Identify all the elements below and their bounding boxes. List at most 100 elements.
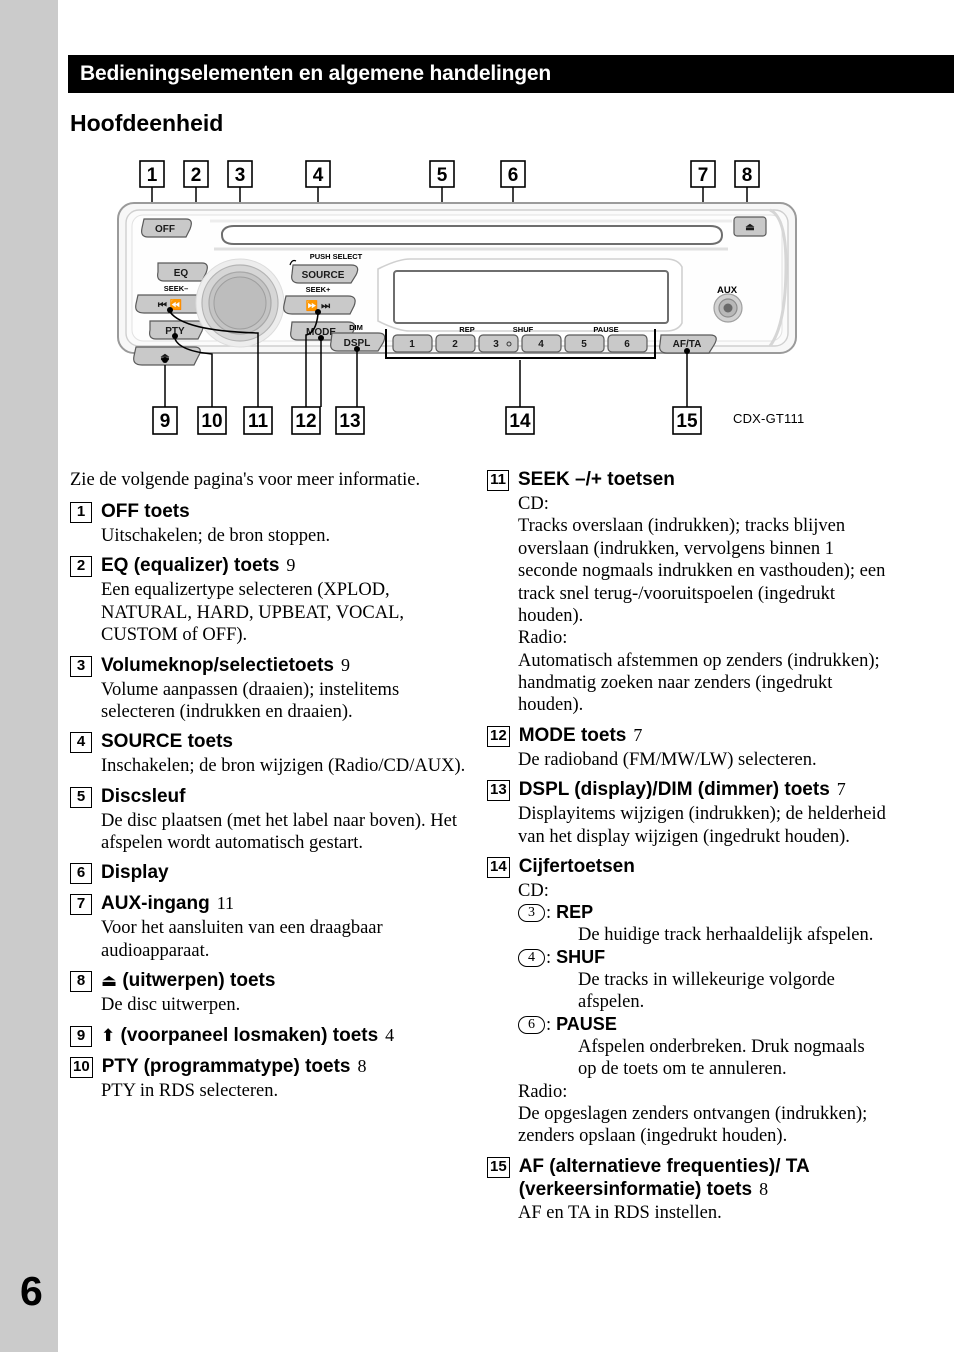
entry-body-text: Radio: — [518, 1081, 568, 1102]
eject-glyph: ⏏ — [745, 222, 755, 233]
entry-title-text: (uitwerpen) toets — [122, 970, 276, 992]
label-dspl: DSPL — [344, 338, 371, 349]
svg-text:13: 13 — [339, 411, 360, 432]
numeric-key-function-name: PAUSE — [556, 1013, 617, 1034]
section-title: Hoofdeenheid — [70, 110, 224, 136]
svg-text:12: 12 — [295, 411, 316, 432]
numeric-key-badge: 6 — [518, 1015, 545, 1034]
svg-text:7: 7 — [698, 165, 709, 186]
svg-text:4: 4 — [538, 339, 544, 350]
seek-minus-glyph: ⏮ ⏪ — [158, 298, 182, 311]
head-unit-diagram: .cl-box { fill:#fff; stroke:#000; stroke… — [110, 155, 830, 465]
numeric-key-function-name: SHUF — [556, 946, 606, 967]
aux-jack: AUX — [713, 285, 743, 323]
entry-title-text: Cijfertoetsen — [518, 855, 635, 877]
numeric-key-badge: 4 — [518, 948, 545, 967]
entry-title: SOURCE toets — [101, 730, 233, 753]
svg-text:1: 1 — [409, 339, 415, 350]
chapter-title: Bedieningselementen en algemene handelin… — [80, 62, 552, 85]
display-panel — [377, 258, 683, 332]
svg-text:6: 6 — [624, 339, 630, 350]
intro-text: Zie de volgende pagina's voor meer infor… — [70, 470, 421, 490]
label-seek-plus: SEEK+ — [306, 285, 331, 294]
entry-body-text: Radio: — [518, 628, 568, 649]
label-pty: PTY — [165, 326, 185, 337]
control-entry: 6 Display — [70, 861, 470, 885]
left-margin-strip — [0, 0, 58, 1352]
entry-title: SEEK –/+ toetsen — [518, 468, 675, 491]
entry-title-text: PTY (programmatype) toets — [101, 1055, 351, 1077]
label-seek-minus: SEEK– — [164, 284, 189, 293]
label-rep: REP — [459, 325, 474, 334]
seek-plus-glyph: ⏩ ⏭ — [306, 299, 330, 312]
label-mode: MODE — [306, 327, 336, 338]
entry-page-reference: 8 — [759, 1178, 769, 1199]
control-entry: 15 AF (alternatieve frequenties)/ TA (ver… — [487, 1155, 887, 1225]
entry-body-text: Tracks overslaan (indrukken); tracks bli… — [518, 516, 886, 626]
entry-number-box: 5 — [70, 786, 92, 808]
entry-number-box: 6 — [70, 863, 92, 885]
label-aux: AUX — [717, 285, 738, 296]
entry-body-text: De disc plaatsen (met het label naar bov… — [101, 810, 457, 853]
entry-number-box: 9 — [70, 1025, 92, 1047]
svg-text:9: 9 — [160, 411, 171, 432]
callouts-bottom: 9 10 11 12 13 14 15 — [152, 307, 702, 435]
svg-text:3: 3 — [493, 339, 499, 350]
entry-page-reference: 7 — [836, 779, 846, 800]
volume-knob — [195, 258, 285, 348]
entry-body-text: Inschakelen; de bron wijzigen (Radio/CD/… — [101, 756, 466, 777]
entry-title: AF (alternatieve frequenties)/ TA (verke… — [519, 1155, 887, 1201]
entry-title-text: MODE toets — [518, 724, 627, 746]
entry-number-box: 14 — [487, 856, 510, 878]
svg-text:11: 11 — [248, 411, 269, 432]
entry-number-box: 4 — [70, 732, 92, 754]
entry-title-text: AUX-ingang — [101, 893, 210, 915]
entry-title-text: Discsleuf — [101, 785, 186, 807]
entry-body-text: Displayitems wijzigen (indrukken); de he… — [518, 804, 886, 847]
entry-body-text: De opgeslagen zenders ontvangen (indrukk… — [518, 1104, 868, 1147]
svg-text:14: 14 — [509, 411, 531, 432]
entry-number-box: 15 — [487, 1156, 510, 1178]
entry-body-text: De radioband (FM/MW/LW) selecteren. — [518, 749, 817, 770]
label-shuf: SHUF — [513, 325, 534, 334]
entry-title-text: Volumeknop/selectietoets — [101, 654, 334, 676]
entry-symbol-icon: ⬆ — [101, 1025, 116, 1046]
entry-title-text: (voorpaneel losmaken) toets — [120, 1024, 379, 1046]
entry-body-text: Een equalizertype selecteren (XPLOD, NAT… — [101, 580, 405, 646]
disc-slot — [210, 219, 732, 251]
numeric-key-description: De huidige track herhaaldelijk afspelen. — [578, 925, 874, 946]
numeric-key-colon: : — [546, 903, 552, 924]
svg-text:3: 3 — [235, 165, 246, 186]
control-entry: 5 Discsleuf De disc plaatsen (met het labe… — [70, 785, 470, 855]
entry-body-text: Voor het aansluiten van een draagbaar au… — [101, 918, 383, 961]
svg-text:6: 6 — [508, 165, 519, 186]
entry-body-text: De disc uitwerpen. — [101, 995, 241, 1016]
numeric-key-function-name: REP — [556, 902, 594, 923]
page-number: 6 — [20, 1268, 43, 1314]
entry-title: Cijfertoetsen — [519, 855, 635, 878]
numeric-key-colon: : — [546, 1014, 552, 1035]
numeric-key-description: Afspelen onderbreken. Druk nogmaals op d… — [578, 1036, 865, 1080]
entry-body-text: PTY in RDS selecteren. — [101, 1080, 279, 1101]
entry-number-box: 10 — [70, 1056, 93, 1078]
entry-number-box: 7 — [70, 894, 92, 916]
label-off: OFF — [155, 224, 175, 235]
entry-title: Display — [101, 861, 169, 884]
svg-text:10: 10 — [201, 411, 222, 432]
entry-title: ⏏ (uitwerpen) toets — [101, 969, 275, 992]
entry-number-box: 3 — [70, 655, 92, 677]
entry-title: Discsleuf — [101, 785, 185, 808]
entry-number-box: 11 — [487, 470, 509, 491]
entry-number-box: 2 — [70, 556, 92, 578]
chapter-header-bar: Bedieningselementen en algemene handelin… — [68, 55, 954, 93]
